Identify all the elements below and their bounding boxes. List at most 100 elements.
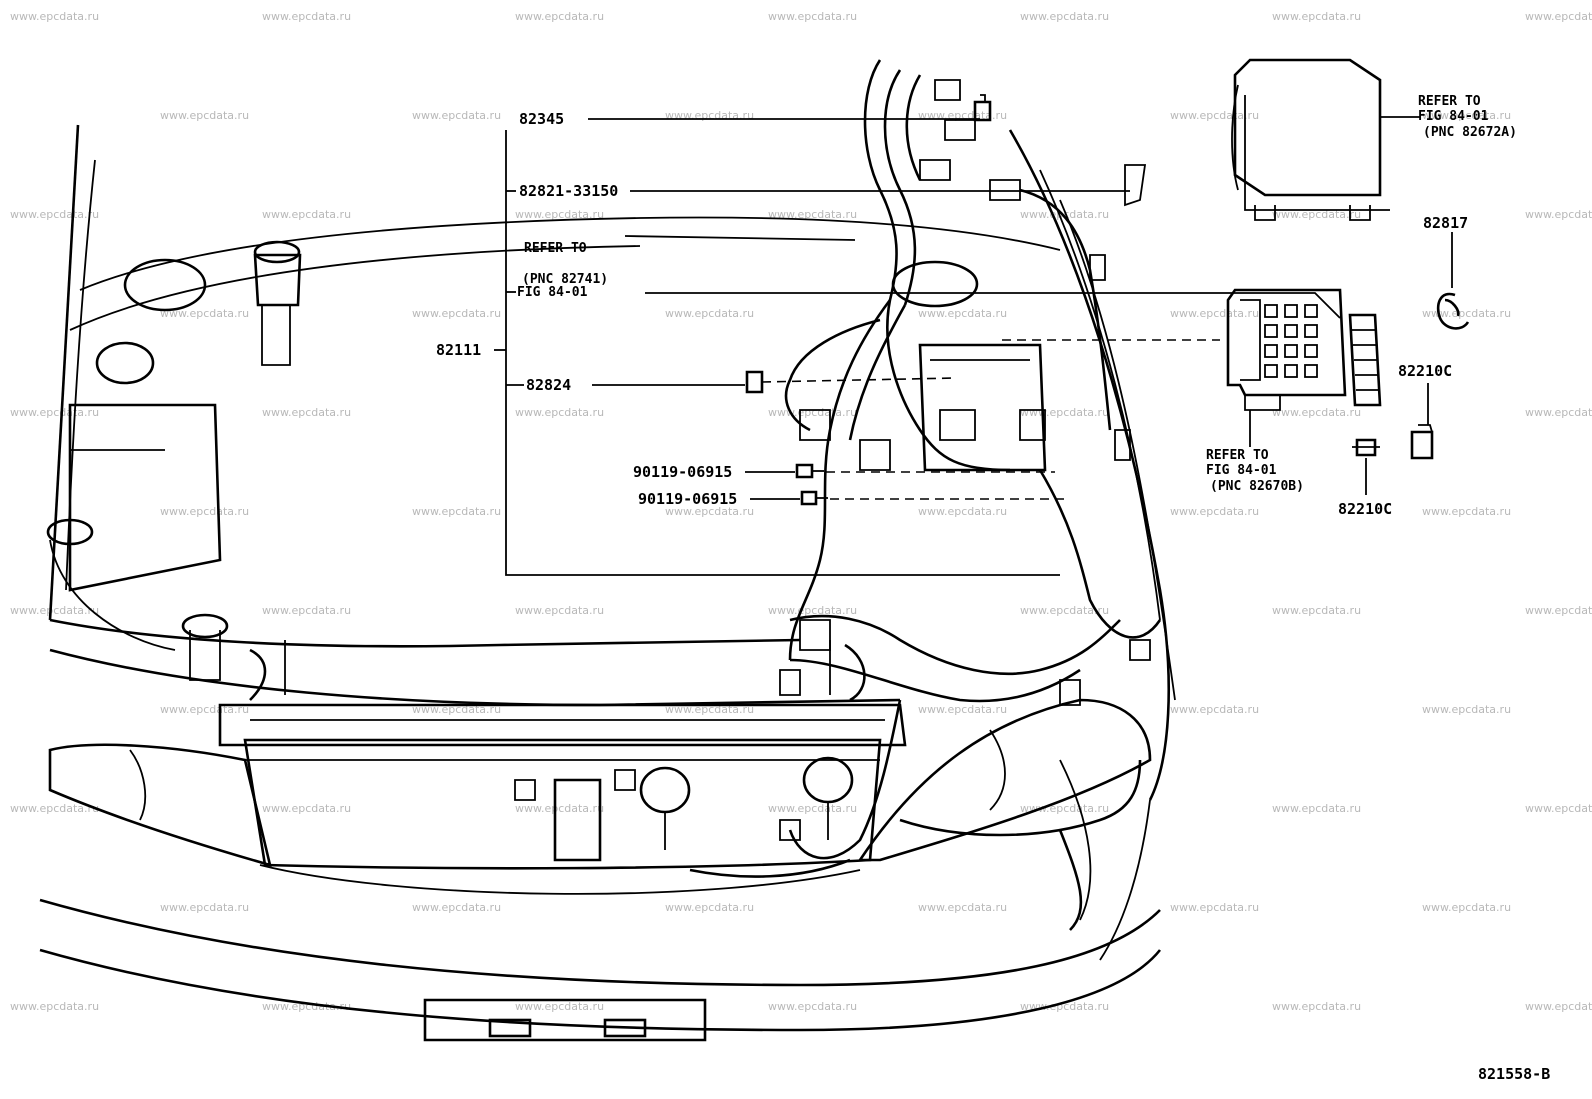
watermark-text: www.epcdata.ru [515, 1000, 604, 1013]
watermark-text: www.epcdata.ru [1170, 109, 1259, 122]
watermark-text: www.epcdata.ru [160, 505, 249, 518]
watermark-text: www.epcdata.ru [1422, 109, 1511, 122]
watermark-text: www.epcdata.ru [160, 109, 249, 122]
label-refer-a-line1: REFER TO [524, 241, 587, 256]
watermark-text: www.epcdata.ru [515, 406, 604, 419]
figure-id: 821558-B [1478, 1065, 1550, 1083]
watermark-text: www.epcdata.ru [1525, 406, 1592, 419]
watermark-text: www.epcdata.ru [262, 208, 351, 221]
watermark-text: www.epcdata.ru [262, 802, 351, 815]
watermark-text: www.epcdata.ru [1020, 604, 1109, 617]
grommet-82345 [973, 94, 992, 122]
label-82821-33150: 82821-33150 [519, 182, 618, 200]
watermark-text: www.epcdata.ru [1525, 1000, 1592, 1013]
watermark-text: www.epcdata.ru [10, 406, 99, 419]
watermark-text: www.epcdata.ru [1422, 703, 1511, 716]
watermark-text: www.epcdata.ru [412, 505, 501, 518]
watermark-text: www.epcdata.ru [10, 604, 99, 617]
watermark-text: www.epcdata.ru [1525, 604, 1592, 617]
label-82111: 82111 [436, 341, 481, 359]
fuse-box-cover [1231, 58, 1390, 221]
watermark-text: www.epcdata.ru [918, 703, 1007, 716]
label-refer-c-line3: (PNC 82670B) [1210, 479, 1304, 494]
watermark-text: www.epcdata.ru [918, 901, 1007, 914]
engine-bay-illustration [39, 124, 1176, 1042]
watermark-text: www.epcdata.ru [918, 505, 1007, 518]
watermark-text: www.epcdata.ru [1170, 703, 1259, 716]
watermark-text: www.epcdata.ru [10, 1000, 99, 1013]
watermark-text: www.epcdata.ru [1422, 901, 1511, 914]
fuse-block [1226, 288, 1347, 411]
watermark-text: www.epcdata.ru [1020, 802, 1109, 815]
watermark-text: www.epcdata.ru [1272, 208, 1361, 221]
label-refer-b-line2: FIG 84-01 [1418, 109, 1489, 124]
watermark-text: www.epcdata.ru [1020, 406, 1109, 419]
watermark-text: www.epcdata.ru [160, 307, 249, 320]
bolt-b [800, 490, 828, 506]
watermark-text: www.epcdata.ru [1525, 802, 1592, 815]
watermark-text: www.epcdata.ru [768, 10, 857, 23]
label-refer-c-line1: REFER TO [1206, 448, 1269, 463]
watermark-text: www.epcdata.ru [665, 505, 754, 518]
watermark-text: www.epcdata.ru [412, 307, 501, 320]
watermark-text: www.epcdata.ru [412, 109, 501, 122]
watermark-text: www.epcdata.ru [1170, 505, 1259, 518]
watermark-text: www.epcdata.ru [1422, 505, 1511, 518]
bolt-a [795, 463, 824, 479]
label-bolt-a: 90119-06915 [633, 463, 732, 481]
watermark-text: www.epcdata.ru [1020, 208, 1109, 221]
watermark-text: www.epcdata.ru [262, 1000, 351, 1013]
watermark-layer: www.epcdata.ru www.epcdata.ru www.epcdata.… [10, 10, 1592, 1013]
watermark-text: www.epcdata.ru [768, 604, 857, 617]
watermark-text: www.epcdata.ru [665, 109, 754, 122]
label-82210c-b: 82210C [1338, 500, 1392, 518]
wire-harness-82111 [514, 59, 1162, 931]
watermark-text: www.epcdata.ru [160, 901, 249, 914]
label-82817: 82817 [1423, 214, 1468, 232]
part-labels: 82345 82821-33150 REFER TO FIG 84-01 (PN… [436, 94, 1550, 1083]
clamp-82824 [745, 370, 764, 394]
watermark-text: www.epcdata.ru [665, 901, 754, 914]
watermark-text: www.epcdata.ru [768, 406, 857, 419]
clip-82817 [1436, 292, 1470, 330]
watermark-text: www.epcdata.ru [1272, 10, 1361, 23]
watermark-text: www.epcdata.ru [10, 208, 99, 221]
label-refer-a-line2: FIG 84-01 [517, 285, 588, 300]
watermark-text: www.epcdata.ru [10, 10, 99, 23]
watermark-text: www.epcdata.ru [918, 307, 1007, 320]
fuse-strip [1348, 313, 1382, 407]
label-refer-b-line3: (PNC 82672A) [1423, 125, 1517, 140]
watermark-text: www.epcdata.ru [1170, 901, 1259, 914]
fuse-82210c-b [1352, 438, 1380, 457]
watermark-text: www.epcdata.ru [515, 208, 604, 221]
watermark-text: www.epcdata.ru [412, 901, 501, 914]
watermark-text: www.epcdata.ru [1272, 1000, 1361, 1013]
watermark-text: www.epcdata.ru [10, 802, 99, 815]
fuse-82210c-a [1410, 424, 1434, 460]
label-82824: 82824 [526, 376, 571, 394]
label-82210c-a: 82210C [1398, 362, 1452, 380]
watermark-text: www.epcdata.ru [262, 604, 351, 617]
watermark-text: www.epcdata.ru [1525, 10, 1592, 23]
watermark-text: www.epcdata.ru [1020, 10, 1109, 23]
watermark-text: www.epcdata.ru [1272, 406, 1361, 419]
watermark-text: www.epcdata.ru [1272, 604, 1361, 617]
watermark-text: www.epcdata.ru [1020, 1000, 1109, 1013]
watermark-text: www.epcdata.ru [515, 802, 604, 815]
watermark-text: www.epcdata.ru [1272, 802, 1361, 815]
label-refer-a-line3: (PNC 82741) [522, 272, 608, 287]
label-bolt-b: 90119-06915 [638, 490, 737, 508]
watermark-text: www.epcdata.ru [515, 604, 604, 617]
watermark-text: www.epcdata.ru [515, 10, 604, 23]
watermark-text: www.epcdata.ru [1170, 307, 1259, 320]
watermark-text: www.epcdata.ru [1422, 307, 1511, 320]
watermark-text: www.epcdata.ru [1525, 208, 1592, 221]
label-82345: 82345 [519, 110, 564, 128]
label-refer-b-line1: REFER TO [1418, 94, 1481, 109]
watermark-text: www.epcdata.ru [768, 802, 857, 815]
watermark-text: www.epcdata.ru [262, 406, 351, 419]
watermark-text: www.epcdata.ru [665, 307, 754, 320]
watermark-text: www.epcdata.ru [768, 208, 857, 221]
